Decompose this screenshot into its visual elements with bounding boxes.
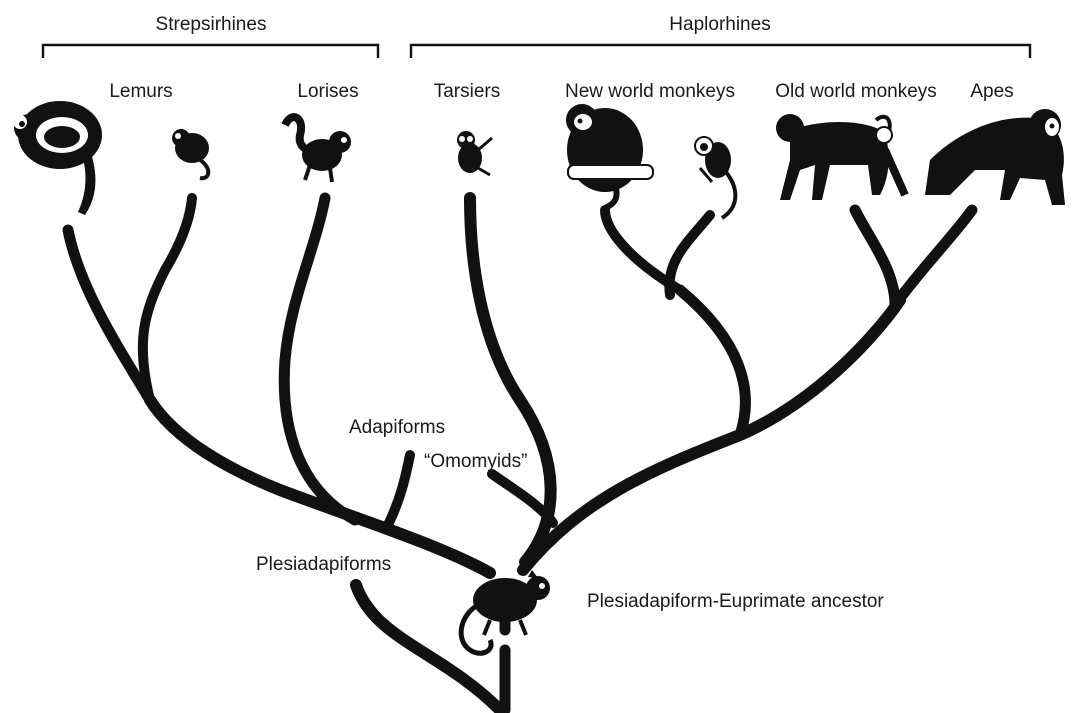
ancestor-illustration — [461, 570, 550, 653]
branch-loris — [284, 198, 355, 520]
branch-lemur-1 — [68, 230, 150, 400]
branch-catarrhine-apes — [895, 210, 972, 305]
taxon-label-lemurs: Lemurs — [109, 82, 172, 101]
mouse-lemur-illustration — [172, 129, 209, 178]
taxon-label-tarsiers: Tarsiers — [434, 82, 501, 101]
bracket-haplorhines — [411, 45, 1030, 58]
branch-nwm-stem — [680, 290, 745, 435]
taxon-label-apes: Apes — [970, 82, 1013, 101]
baboon-illustration — [776, 114, 905, 200]
branch-adapiforms — [388, 455, 410, 525]
group-label-strepsirhines: Strepsirhines — [156, 15, 267, 34]
branch-omomyids — [492, 474, 553, 523]
ancestor-label: Plesiadapiform-Euprimate ancestor — [587, 592, 884, 611]
group-label-haplorhines: Haplorhines — [669, 15, 770, 34]
taxon-label-lorises: Lorises — [297, 82, 358, 101]
bracket-strepsirhines — [43, 45, 378, 58]
taxon-label-new-world-monkeys: New world monkeys — [565, 82, 735, 101]
fossil-label-omomyids: “Omomyids” — [424, 452, 527, 471]
taxon-label-old-world-monkeys: Old world monkeys — [775, 82, 937, 101]
chimpanzee-illustration — [925, 109, 1065, 205]
fossil-label-plesiadapiforms: Plesiadapiforms — [256, 555, 391, 574]
capuchin-illustration — [566, 104, 653, 208]
branch-catarrhine-owm — [855, 210, 895, 305]
fossil-label-adapiforms: Adapiforms — [349, 418, 445, 437]
lemur-ruffed-illustration — [13, 101, 102, 215]
branch-anthropoid-trunk — [523, 300, 900, 570]
tarsier-illustration — [457, 131, 492, 175]
loris-illustration — [285, 117, 351, 182]
branch-lemur-2 — [143, 198, 192, 400]
marmoset-illustration — [695, 137, 735, 218]
